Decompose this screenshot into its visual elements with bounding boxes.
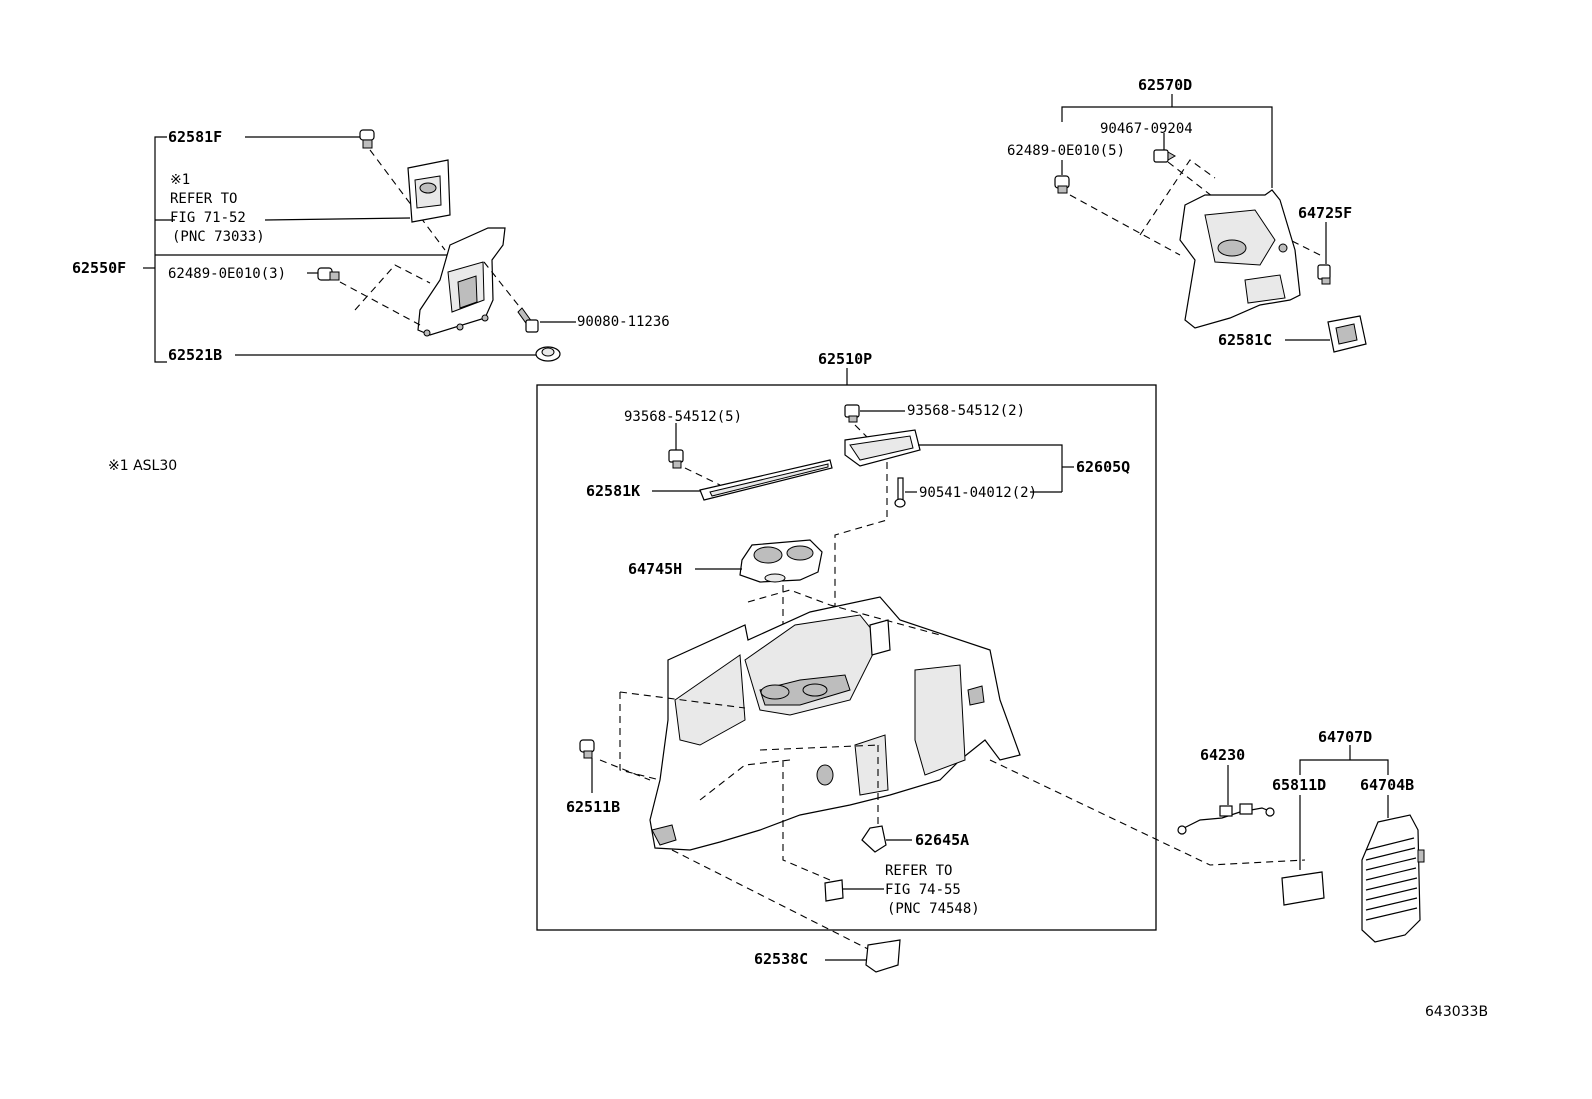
refer2-line2: FIG 74-55: [885, 882, 961, 898]
label-62605q: 62605Q: [1076, 458, 1130, 476]
refer1-line3: (PNC 73033): [172, 229, 265, 245]
refer1-line2: FIG 71-52: [170, 210, 246, 226]
label-62570d: 62570D: [1138, 76, 1192, 94]
clip-icon[interactable]: [1317, 264, 1331, 285]
pillar-trim-icon[interactable]: [417, 227, 506, 337]
label-62489-3: 62489-0E010(3): [168, 266, 286, 282]
label-64745h: 64745H: [628, 560, 682, 578]
label-62511b: 62511B: [566, 798, 620, 816]
plug-icon[interactable]: [535, 346, 561, 362]
label-93568-5: 93568-54512(5): [624, 409, 742, 425]
label-64230: 64230: [1200, 746, 1245, 764]
group-62538c: 62538C: [671, 849, 901, 973]
cap-icon[interactable]: [861, 825, 887, 853]
quarter-trim-main-icon[interactable]: [649, 596, 1021, 851]
clip-icon[interactable]: [317, 267, 340, 281]
trim-upper-icon[interactable]: [407, 159, 451, 223]
bracket-62550f: [154, 136, 167, 363]
label-62645a: 62645A: [915, 831, 969, 849]
cup-holder-icon[interactable]: [739, 539, 823, 583]
group-62570d: 62570D 90467-09204 62489-0E010(5) 64725F…: [1007, 76, 1367, 353]
label-93568-2: 93568-54512(2): [907, 403, 1025, 419]
group-62550f: 62581F ※1 REFER TO FIG 71-52 (PNC 73033)…: [72, 128, 670, 364]
label-64707d: 64707D: [1318, 728, 1372, 746]
wire-icon[interactable]: [1177, 803, 1275, 835]
screw-icon[interactable]: [668, 449, 684, 469]
strip-icon[interactable]: [699, 459, 833, 501]
screw-icon[interactable]: [517, 307, 539, 333]
footnote: ※1 ASL30: [108, 458, 177, 474]
label-62489-5: 62489-0E010(5): [1007, 143, 1125, 159]
label-62581k: 62581K: [586, 482, 640, 500]
label-62521b: 62521B: [168, 346, 222, 364]
pad-icon[interactable]: [824, 879, 844, 902]
group-62510p: 62510P 93568-54512(5) 93568-54512(2) 626…: [536, 350, 1306, 931]
label-90080: 90080-11236: [577, 314, 670, 330]
clip-icon[interactable]: [1153, 149, 1177, 163]
label-64725f: 64725F: [1298, 204, 1352, 222]
cover-small-icon[interactable]: [865, 939, 901, 973]
bracket-62570d: [1061, 106, 1273, 188]
screw-icon[interactable]: [844, 404, 860, 423]
label-62581c: 62581C: [1218, 331, 1272, 349]
label-65811d: 65811D: [1272, 776, 1326, 794]
clip-icon[interactable]: [1054, 175, 1070, 194]
label-90467: 90467-09204: [1100, 121, 1193, 137]
pad-icon[interactable]: [1327, 315, 1367, 353]
group-64707d: 64230 64707D 65811D 64704B: [1177, 728, 1425, 943]
grille-icon[interactable]: [1361, 814, 1425, 943]
label-62550f: 62550F: [72, 259, 126, 277]
refer2-line3: (PNC 74548): [887, 901, 980, 917]
label-62510p: 62510P: [818, 350, 872, 368]
label-62538c: 62538C: [754, 950, 808, 968]
label-64704b: 64704B: [1360, 776, 1414, 794]
quarter-trim-upper-icon[interactable]: [1179, 189, 1301, 329]
refer2-line1: REFER TO: [885, 863, 952, 879]
refer1-line1: REFER TO: [170, 191, 237, 207]
clip-icon[interactable]: [359, 129, 375, 149]
cover-icon[interactable]: [844, 429, 921, 467]
label-62581f: 62581F: [168, 128, 222, 146]
label-90541: 90541-04012(2): [919, 485, 1037, 501]
pin-icon[interactable]: [894, 477, 906, 508]
pad-icon[interactable]: [1281, 871, 1325, 906]
diagram-id: 643033B: [1425, 1004, 1488, 1020]
clip-icon[interactable]: [579, 739, 595, 759]
note-mark: ※1: [170, 172, 190, 188]
